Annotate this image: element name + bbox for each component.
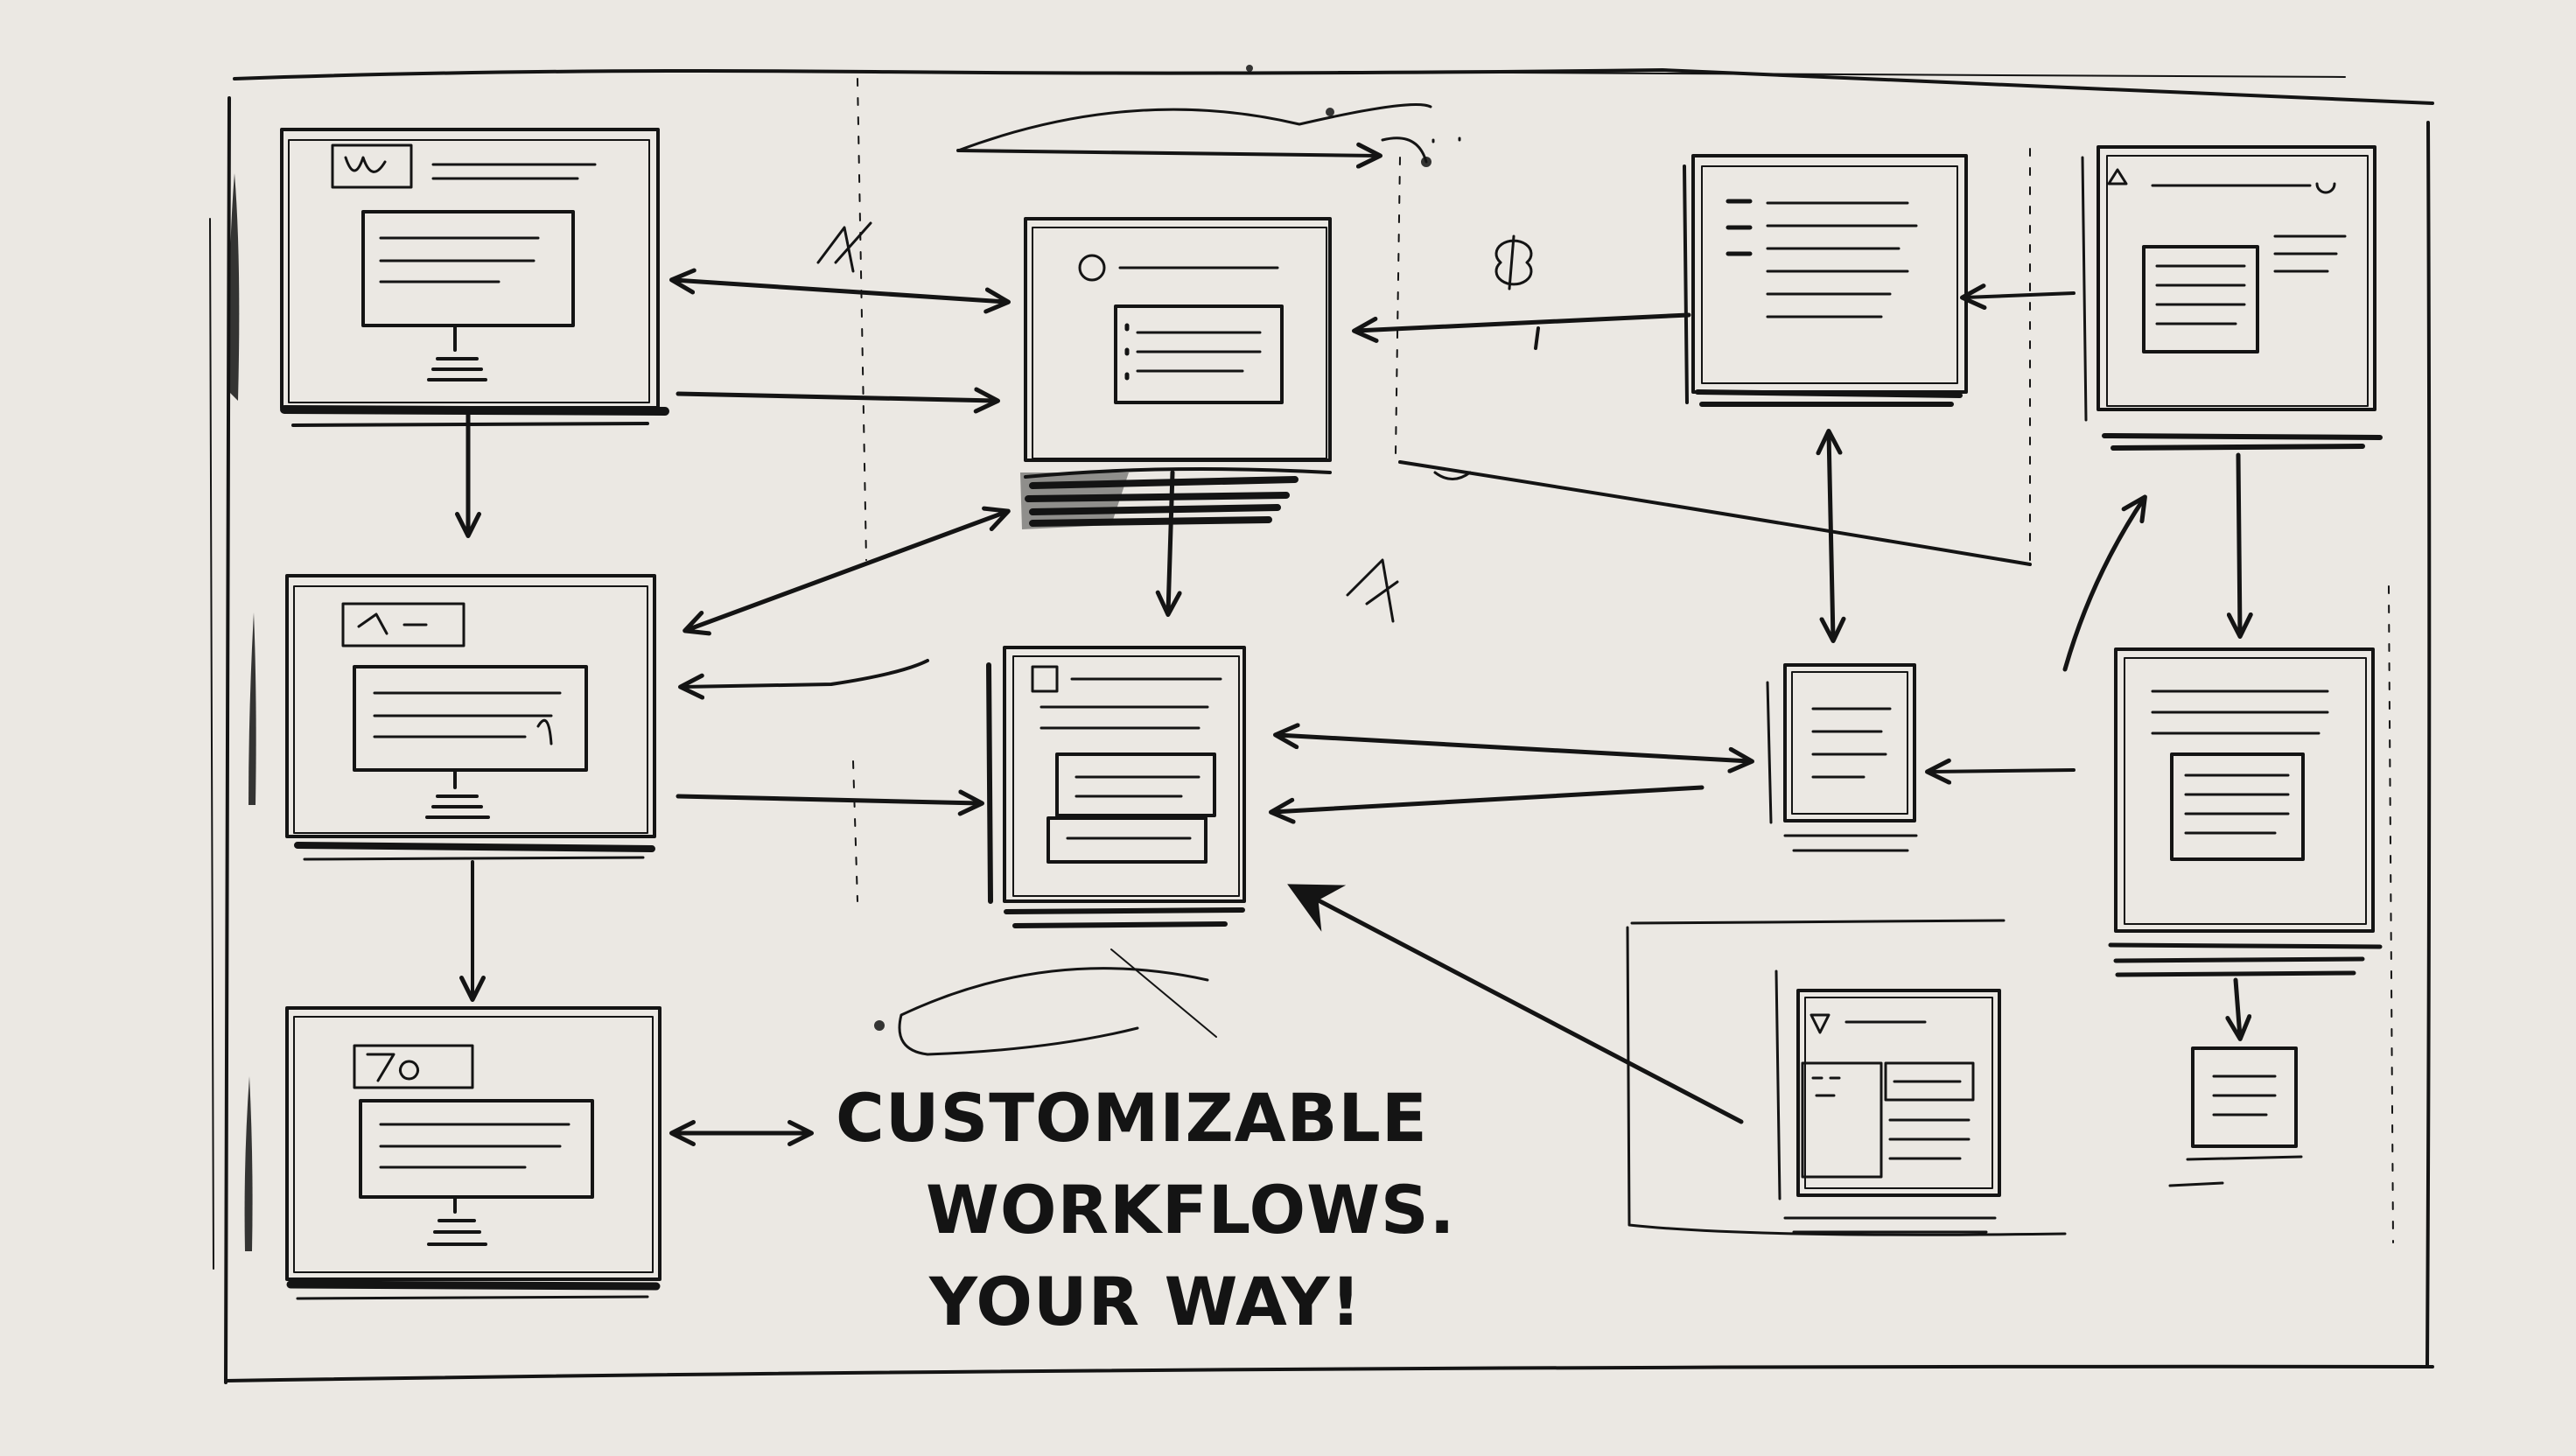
screen-top-left (280, 128, 669, 427)
tagline-line-3: YOUR WAY! (929, 1263, 1362, 1340)
outer-frame (209, 68, 2434, 1384)
screen-top-center (1024, 217, 1332, 527)
screen-small-bottom-right (2168, 1046, 2303, 1187)
screen-middle-left (285, 574, 656, 861)
tagline-line-1: CUSTOMIZABLE (836, 1079, 1428, 1157)
screen-bottom-right (1626, 919, 2067, 1236)
doodles (816, 136, 1533, 623)
screen-top-right-b (2081, 145, 2383, 451)
screen-top-right-a (1683, 154, 1968, 407)
shading-scribbles (228, 65, 1432, 1251)
screen-bottom-left (285, 1006, 662, 1300)
guide-lines (852, 78, 2394, 1243)
connector-arrows (455, 103, 2253, 1146)
screen-small-right (1766, 663, 1918, 852)
screen-center (986, 646, 1246, 928)
tagline-line-2: WORKFLOWS. (926, 1171, 1456, 1249)
screen-right-middle (2108, 648, 2383, 977)
